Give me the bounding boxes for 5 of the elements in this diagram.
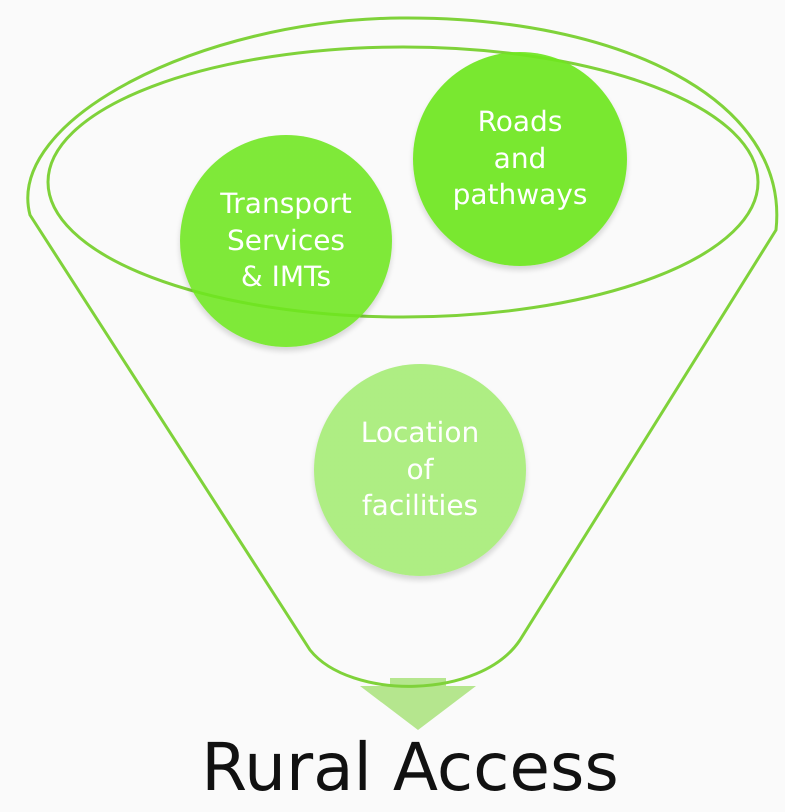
outcome-label: Rural Access: [150, 728, 670, 808]
circle-label: Roads and pathways: [413, 52, 627, 266]
circle-label: Location of facilities: [314, 364, 526, 576]
block-arrow: [360, 678, 476, 730]
circle-label: Transport Services & IMTs: [180, 135, 392, 347]
